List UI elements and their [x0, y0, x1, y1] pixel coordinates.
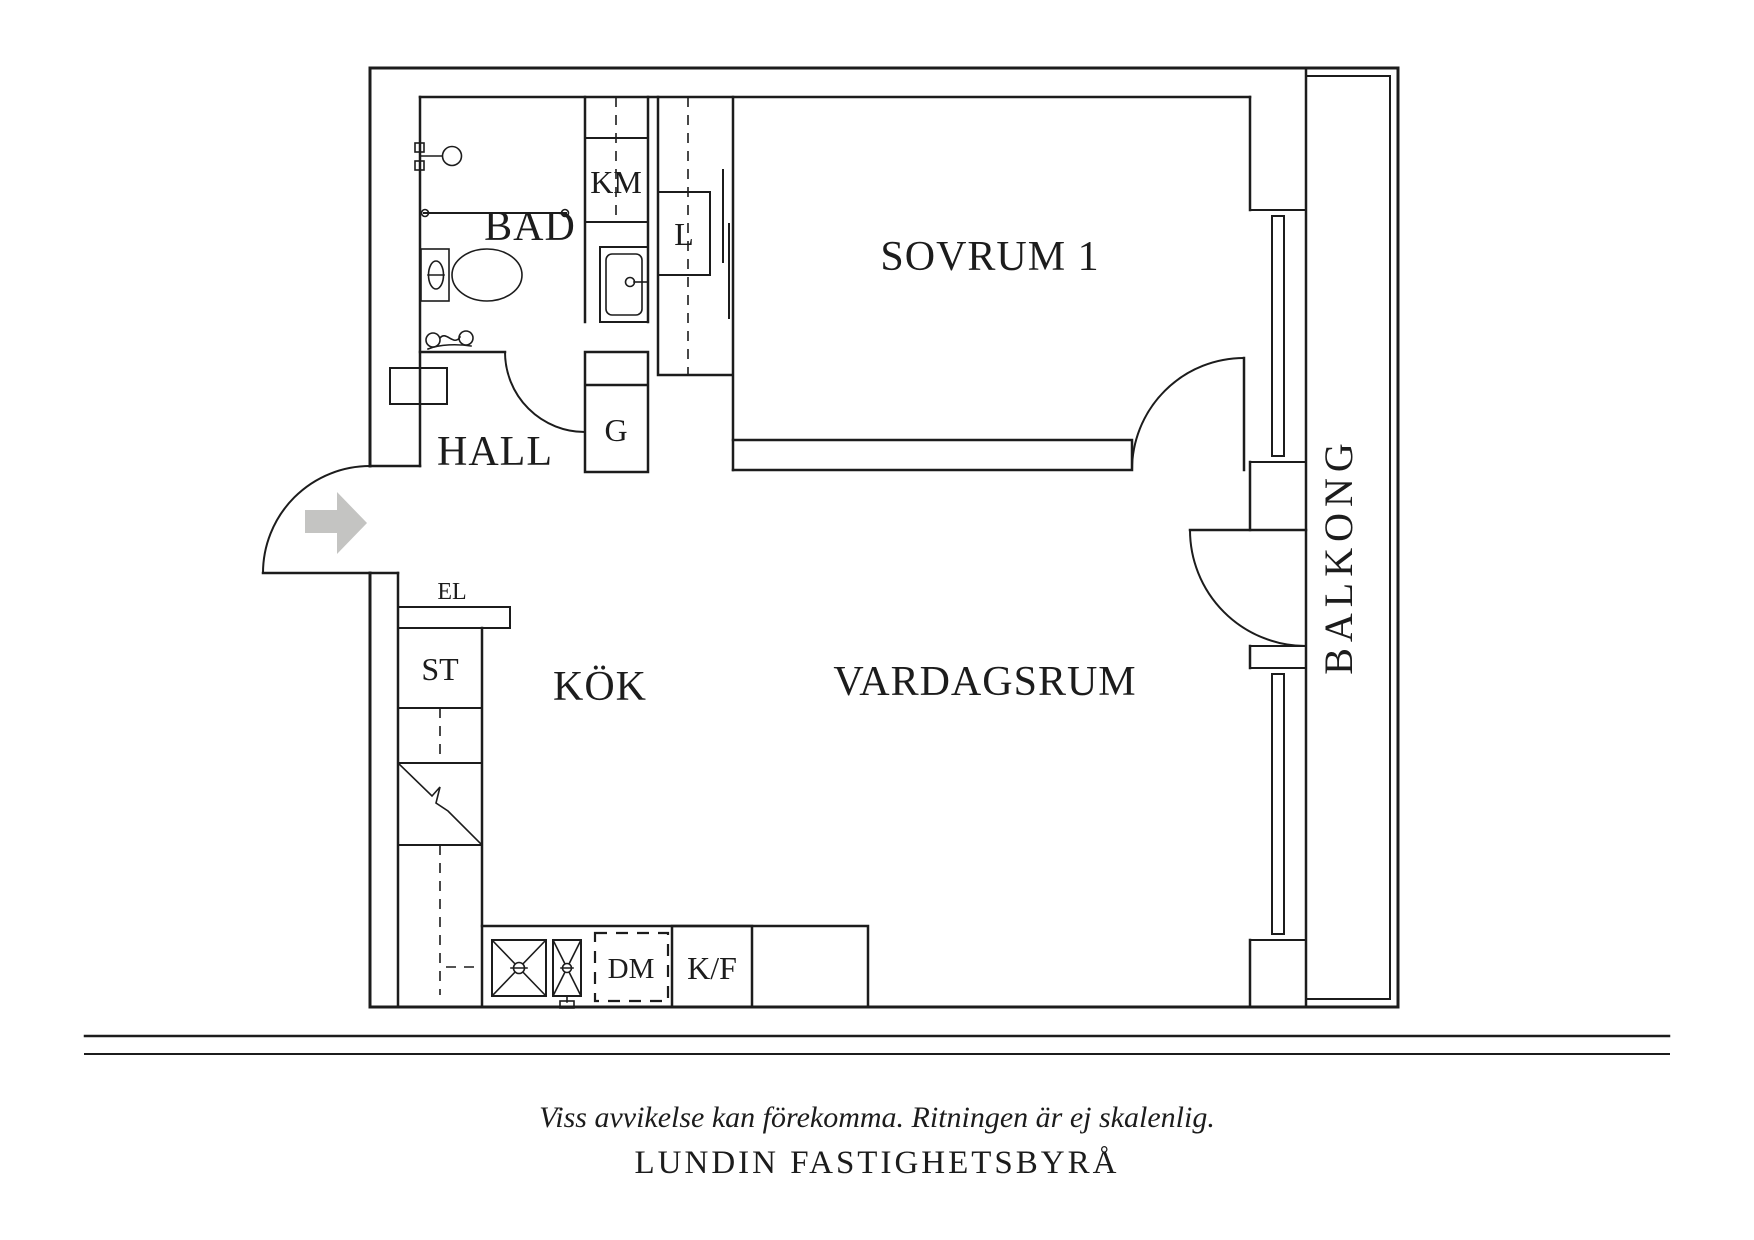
room-label-hall: HALL — [437, 429, 553, 475]
room-label-balkong: BALKONG — [1316, 437, 1361, 675]
unit-label-l: L — [674, 216, 694, 252]
unit-label-kf: K/F — [687, 950, 737, 986]
unit-label-el: EL — [437, 579, 466, 605]
footer-company: LUNDIN FASTIGHETSBYRÅ — [635, 1144, 1120, 1181]
exterior-walls — [368, 66, 1400, 1009]
cabinet-boxes — [389, 137, 711, 847]
kitchen-fixtures — [490, 931, 670, 1009]
unit-label-g: G — [604, 412, 627, 448]
entrance-arrow-icon — [305, 492, 367, 554]
unit-label-st: ST — [421, 651, 459, 687]
dashed-centerlines — [439, 97, 689, 995]
room-label-kok: KÖK — [553, 664, 647, 710]
footer: Viss avvikelse kan förekomma. Ritningen … — [83, 1034, 1671, 1181]
footer-disclaimer: Viss avvikelse kan förekomma. Ritningen … — [539, 1101, 1215, 1134]
room-labels: BAD HALL SOVRUM 1 KÖK VARDAGSRUM BALKONG — [437, 204, 1361, 710]
balcony-door — [1188, 528, 1308, 648]
bathroom-fixtures — [414, 142, 649, 351]
room-label-sovrum: SOVRUM 1 — [880, 234, 1099, 280]
unit-label-km: KM — [590, 164, 642, 200]
unit-label-dm: DM — [608, 953, 655, 985]
bedroom-door — [1130, 356, 1246, 472]
sliding-doors — [722, 169, 730, 319]
entrance-door — [261, 464, 400, 575]
livingroom-window — [1271, 673, 1285, 935]
bedroom-window — [1271, 215, 1285, 457]
room-label-vardagsrum: VARDAGSRUM — [833, 659, 1136, 705]
unit-labels: KM L G EL ST DM K/F — [421, 164, 737, 986]
bathroom-door — [503, 350, 587, 434]
dishwasher-box — [593, 931, 670, 1003]
room-label-bad: BAD — [484, 204, 576, 250]
